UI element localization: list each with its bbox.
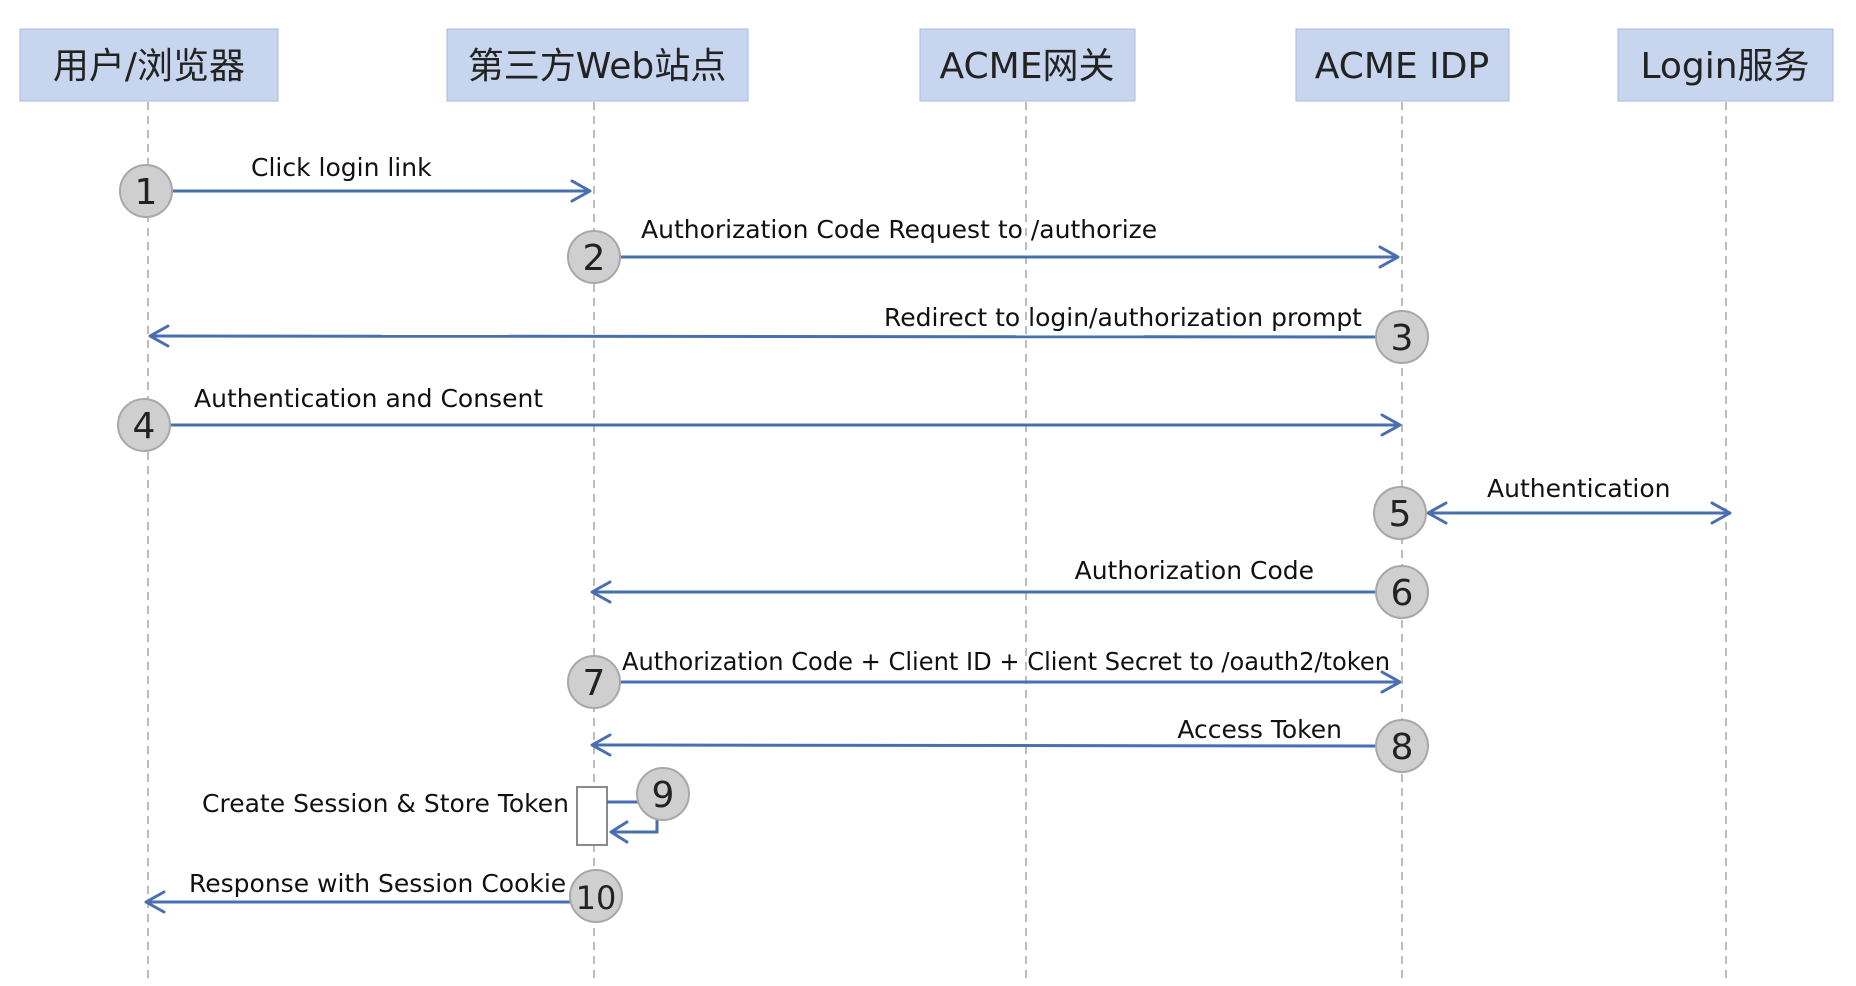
step-badge-2 (567, 230, 621, 284)
step-badge-5-number: 5 (1389, 494, 1412, 535)
message-4-label: Authentication and Consent (194, 384, 543, 413)
message-7-label: Authorization Code + Client ID + Client … (622, 647, 1390, 676)
message-1: Click login link 1 (119, 153, 592, 218)
arrow-left-icon (609, 820, 629, 844)
arrow-right-icon (1380, 670, 1402, 694)
step-badge-5 (1373, 486, 1427, 540)
arrow-left-icon (590, 733, 612, 757)
arrow-right-icon (1378, 245, 1400, 269)
arrow-right-icon (1710, 501, 1732, 525)
actor-idp: ACME IDP (1295, 28, 1510, 102)
actor-browser: 用户/浏览器 (19, 28, 279, 102)
step-badge-7-number: 7 (583, 663, 606, 704)
step-badge-9 (636, 767, 690, 821)
message-10-label: Response with Session Cookie (189, 869, 566, 898)
actor-site-label: 第三方Web站点 (468, 46, 727, 87)
step-badge-10-number: 10 (576, 879, 617, 917)
arrow-left-icon (144, 890, 166, 914)
actor-login-label: Login服务 (1640, 46, 1809, 87)
step-badge-8 (1375, 719, 1429, 773)
step-badge-9-number: 9 (652, 775, 675, 816)
step-badge-2-number: 2 (583, 238, 606, 279)
message-9-label: Create Session & Store Token (202, 789, 569, 818)
actor-login: Login服务 (1617, 28, 1834, 102)
step-badge-4 (117, 398, 171, 452)
step-badge-8-number: 8 (1391, 727, 1414, 768)
message-1-label: Click login link (251, 153, 432, 182)
step-badge-10 (569, 869, 623, 923)
actor-gateway: ACME网关 (919, 28, 1136, 102)
actor-browser-label: 用户/浏览器 (53, 46, 245, 87)
step-badge-1 (119, 164, 173, 218)
arrow-left-icon (148, 324, 170, 348)
step-badge-6-number: 6 (1391, 573, 1414, 614)
message-6: Authorization Code 6 (590, 556, 1429, 619)
message-2: Authorization Code Request to /authorize… (567, 215, 1400, 284)
arrow-right-icon (1380, 413, 1402, 437)
message-4: Authentication and Consent 4 (117, 384, 1402, 452)
step-badge-4-number: 4 (133, 406, 156, 447)
message-6-label: Authorization Code (1075, 556, 1314, 585)
arrow-left-icon (1426, 501, 1448, 525)
step-badge-6 (1375, 565, 1429, 619)
actor-gateway-label: ACME网关 (940, 46, 1115, 87)
message-8-label: Access Token (1177, 715, 1342, 744)
message-10: Response with Session Cookie 10 (144, 869, 623, 923)
message-3: Redirect to login/authorization prompt 3 (148, 303, 1429, 364)
actor-site: 第三方Web站点 (446, 28, 749, 102)
message-7: Authorization Code + Client ID + Client … (567, 647, 1402, 709)
message-5-label: Authentication (1487, 474, 1671, 503)
activation-box (576, 786, 608, 846)
message-8: Access Token 8 (590, 715, 1429, 773)
step-badge-3-number: 3 (1391, 318, 1414, 359)
actor-idp-label: ACME IDP (1315, 46, 1489, 87)
step-badge-1-number: 1 (135, 172, 158, 213)
message-5: Authentication 5 (1373, 474, 1732, 540)
message-9: Create Session & Store Token 9 (202, 767, 690, 846)
message-2-label: Authorization Code Request to /authorize (641, 215, 1157, 244)
step-badge-7 (567, 655, 621, 709)
message-3-label: Redirect to login/authorization prompt (884, 303, 1362, 332)
arrow-left-icon (590, 580, 612, 604)
arrow-right-icon (570, 179, 592, 203)
step-badge-3 (1375, 310, 1429, 364)
